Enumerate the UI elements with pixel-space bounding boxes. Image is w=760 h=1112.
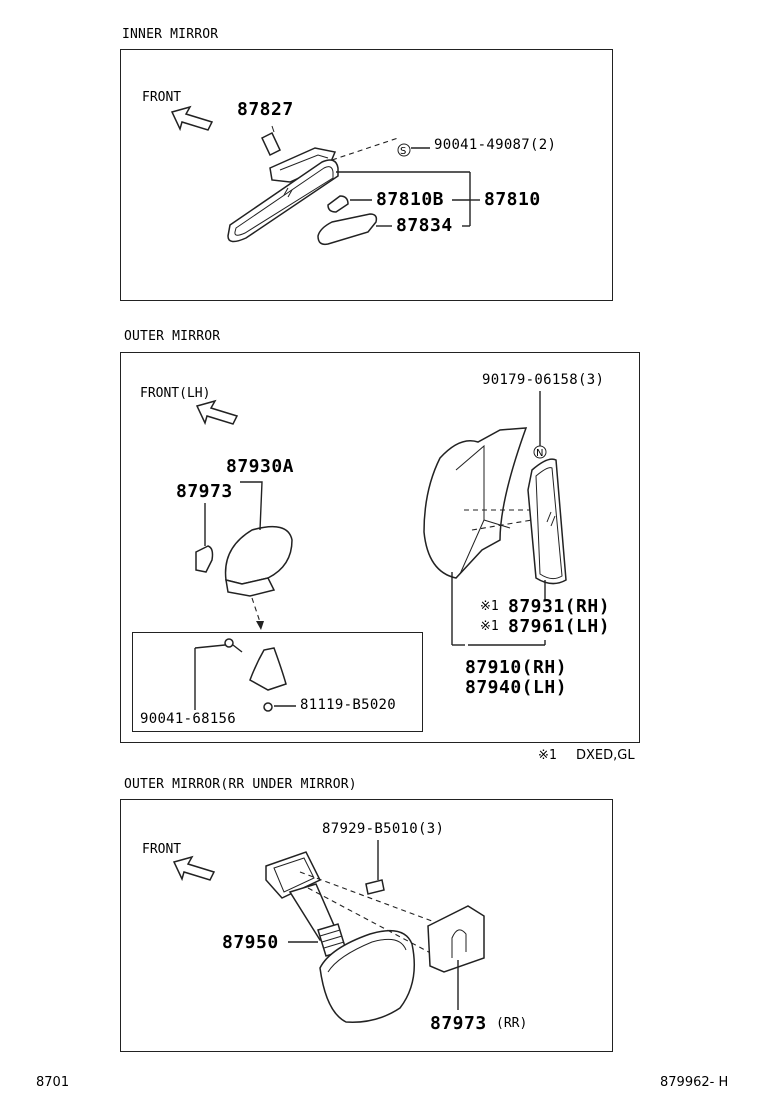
- part-87834-shape: [317, 213, 378, 246]
- part-87931-87961-shape: [527, 458, 567, 585]
- part-87950-shape: [319, 929, 415, 1023]
- part-number-87930A: 87930A: [226, 456, 295, 477]
- rr-mirror-bracket-shape: [265, 851, 337, 942]
- inner-mirror-frame: [120, 49, 613, 301]
- part-number-87973-rr-suffix: (RR): [496, 1016, 528, 1031]
- front-arrow-icon: [172, 855, 216, 882]
- part-87910-87940-shape: [423, 427, 533, 579]
- outer-mirror-frame: [120, 352, 640, 743]
- outer-mirror-detail-frame: [132, 632, 423, 732]
- part-90041-68156-shape: [224, 638, 243, 653]
- front-arrow-icon: [195, 399, 239, 426]
- note-mark-legend: ※1: [538, 748, 557, 763]
- front-arrow-icon: [170, 105, 214, 132]
- part-number-87940: 87940(LH): [465, 677, 568, 698]
- part-number-87973: 87973: [176, 481, 233, 502]
- footer-page-code: 8701: [36, 1075, 70, 1090]
- part-number-87931: 87931(RH): [508, 596, 611, 617]
- note-mark-87931: ※1: [480, 599, 499, 614]
- inner-mirror-title: INNER MIRROR: [122, 27, 219, 42]
- note-text-legend: DXED,GL: [576, 748, 635, 763]
- front-rr-label: FRONT: [142, 842, 182, 857]
- part-number-87810B: 87810B: [376, 189, 445, 210]
- part-number-87827: 87827: [237, 99, 294, 120]
- footer-diagram-code: 879962- H: [660, 1075, 729, 1090]
- part-number-90179-06158: 90179-06158(3): [482, 372, 605, 388]
- rr-under-mirror-frame: [120, 799, 613, 1052]
- part-number-87950: 87950: [222, 932, 279, 953]
- front-label: FRONT: [142, 90, 182, 105]
- svg-text:S: S: [400, 146, 406, 157]
- inner-mirror-body-shape: [227, 159, 339, 243]
- front-lh-label: FRONT(LH): [140, 386, 211, 401]
- part-number-87929-B5010: 87929-B5010(3): [322, 821, 445, 837]
- part-number-87973-rr: 87973: [430, 1013, 487, 1034]
- outer-mirror-base-shape: [249, 647, 287, 691]
- part-number-87834: 87834: [396, 215, 453, 236]
- screw-s-icon: S: [397, 143, 411, 157]
- part-87810B-shape: [327, 195, 349, 213]
- part-number-81119-B5020: 81119-B5020: [300, 697, 397, 713]
- part-number-90041-68156: 90041-68156: [140, 711, 237, 727]
- screw-n-icon: N: [533, 445, 547, 459]
- svg-text:N: N: [536, 448, 543, 459]
- part-87973-rr-shape: [427, 905, 485, 973]
- rr-under-mirror-title: OUTER MIRROR(RR UNDER MIRROR): [124, 777, 357, 792]
- part-87929-B5010-shape: [365, 879, 385, 895]
- part-81119-B5020-shape: [263, 702, 273, 712]
- part-number-87961: 87961(LH): [508, 616, 611, 637]
- part-number-87910: 87910(RH): [465, 657, 568, 678]
- part-87827-shape: [261, 125, 281, 157]
- part-number-87810: 87810: [484, 189, 541, 210]
- part-number-90041-49087: 90041-49087(2): [434, 137, 557, 153]
- part-87930A-shape: [224, 525, 293, 597]
- outer-mirror-title: OUTER MIRROR: [124, 329, 221, 344]
- note-mark-87961: ※1: [480, 619, 499, 634]
- part-87973-cover-shape: [195, 545, 214, 573]
